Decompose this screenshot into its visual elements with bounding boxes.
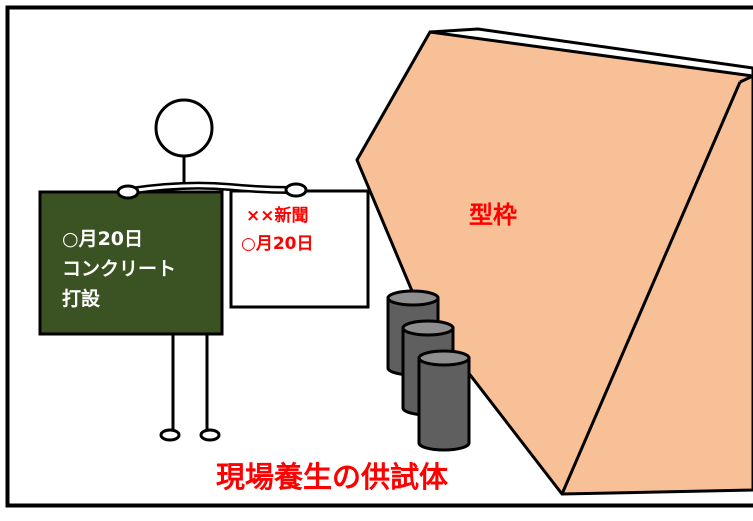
formwork-fold-top [739, 74, 753, 84]
newspaper [229, 189, 370, 309]
arms [116, 181, 308, 200]
specimen-caption: 現場養生の供試体 [216, 460, 449, 494]
stick-figure [159, 156, 221, 442]
test-cylinder-3 [417, 349, 471, 452]
newspaper-date: ○月20日 [241, 234, 314, 254]
head [154, 98, 214, 158]
board-line-pouring: 打設 [62, 288, 101, 310]
board-line-concrete: コンクリート [62, 258, 177, 280]
newspaper-title: ××新聞 [246, 206, 309, 226]
board-line-date: ○月20日 [62, 228, 144, 250]
formwork-label: 型枠 [469, 201, 517, 229]
blackboard [38, 190, 224, 336]
formwork-fold-line [560, 81, 742, 495]
